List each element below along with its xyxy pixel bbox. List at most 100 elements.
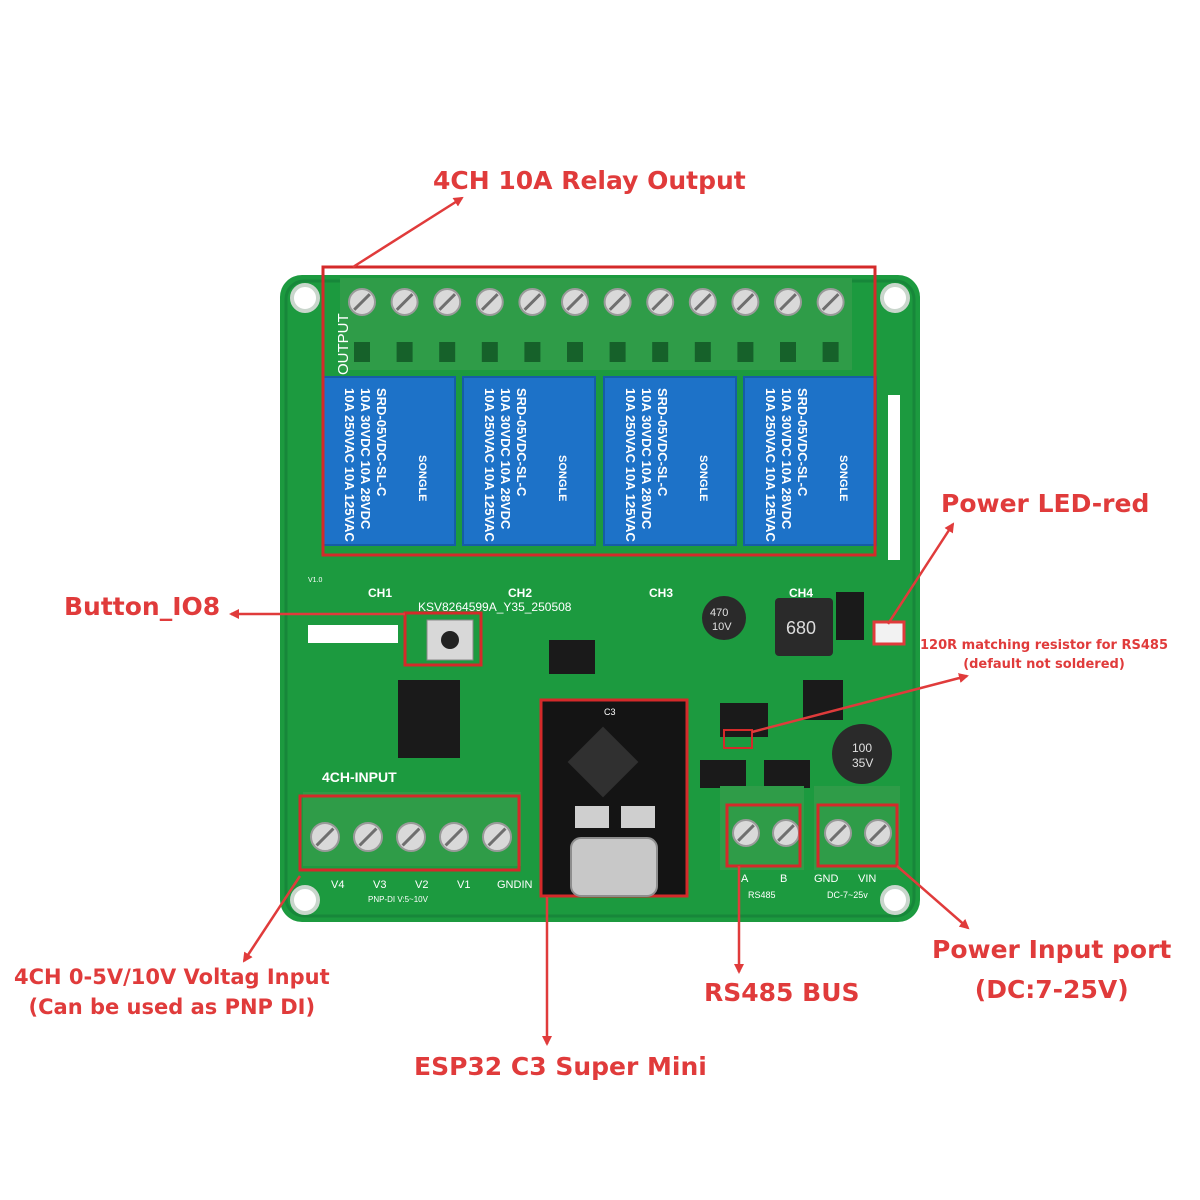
callout-resistor-line2: (default not soldered) bbox=[963, 657, 1125, 672]
screw-slot bbox=[358, 827, 378, 847]
schottky-diode bbox=[836, 592, 864, 640]
callout-relay-output: 4CH 10A Relay Output bbox=[433, 166, 746, 195]
gnd-label: GND bbox=[814, 873, 839, 885]
relay-brand: SONGLE bbox=[556, 455, 568, 501]
input-v1-label: V1 bbox=[457, 879, 470, 891]
callout-voltage-input: 4CH 0-5V/10V Voltag Input (Can be used a… bbox=[14, 962, 330, 1022]
relay-spec-line: 10A 250VAC 10A 125VAC bbox=[623, 388, 638, 543]
button-cap bbox=[441, 631, 459, 649]
arrow-voltage-input bbox=[242, 875, 302, 963]
relay-body bbox=[322, 376, 456, 546]
callout-voltage-input-line1: 4CH 0-5V/10V Voltag Input bbox=[14, 965, 330, 989]
rs485-highlight bbox=[725, 803, 802, 868]
output-terminal-body bbox=[340, 278, 852, 370]
arrow-power-led bbox=[886, 522, 955, 625]
callout-resistor: 120R matching resistor for RS485 (defaul… bbox=[920, 636, 1168, 674]
diode-d3 bbox=[764, 760, 810, 788]
screw-slot bbox=[777, 824, 795, 842]
power-input-highlight bbox=[816, 803, 899, 868]
input-gndin-label: GNDIN bbox=[497, 879, 533, 891]
rs485-terminal-block bbox=[720, 786, 804, 870]
terminal-opening bbox=[396, 342, 413, 362]
screw-slot bbox=[821, 293, 840, 311]
callout-esp32: ESP32 C3 Super Mini bbox=[414, 1052, 707, 1081]
screw-slot bbox=[566, 293, 584, 311]
mounting-hole bbox=[290, 283, 320, 313]
arrow-relay bbox=[352, 196, 464, 269]
screw-slot bbox=[736, 293, 755, 311]
screw-slot bbox=[487, 827, 507, 847]
rs485-b-label: B bbox=[780, 873, 787, 885]
screw-slot bbox=[401, 827, 421, 847]
input-spec-label: PNP-DI V:5~10V bbox=[368, 895, 429, 904]
screw-slot bbox=[779, 293, 797, 311]
rs485-silk-label: RS485 bbox=[748, 890, 776, 900]
relay-channel-label: CH2 bbox=[508, 586, 532, 600]
input-header-label: 4CH-INPUT bbox=[322, 769, 397, 785]
relay-channel-label: CH4 bbox=[789, 586, 813, 600]
capacitor-small bbox=[702, 596, 746, 640]
relay-brand: SONGLE bbox=[697, 455, 709, 501]
silk-bar-left bbox=[308, 625, 398, 643]
rs485-a-label: A bbox=[741, 873, 749, 885]
relay-brand: SONGLE bbox=[416, 455, 428, 501]
screw-slot bbox=[315, 827, 335, 847]
callout-voltage-input-line2: (Can be used as PNP DI) bbox=[28, 995, 316, 1019]
relay-spec-line: 10A 30VDC 10A 28VDC bbox=[639, 388, 654, 530]
terminal-opening bbox=[439, 342, 456, 362]
relay-body bbox=[603, 376, 737, 546]
relay-channel-label: CH3 bbox=[649, 586, 673, 600]
usb-c-port bbox=[570, 837, 658, 897]
arrow-resistor bbox=[751, 673, 969, 734]
arrow-power-input bbox=[896, 865, 970, 930]
mounting-hole bbox=[880, 283, 910, 313]
screw-slot bbox=[829, 824, 847, 842]
esp32-chip bbox=[567, 726, 639, 798]
input-highlight bbox=[298, 794, 521, 872]
callout-power-led: Power LED-red bbox=[941, 489, 1150, 518]
power-spec-label: DC-7~25v bbox=[827, 890, 868, 900]
terminal-opening bbox=[737, 342, 754, 362]
relay-channel-label: CH1 bbox=[368, 586, 392, 600]
power-terminal-block bbox=[814, 786, 900, 870]
screw-slot bbox=[444, 827, 464, 847]
version-label: V1.0 bbox=[308, 577, 323, 584]
terminal-opening bbox=[481, 342, 498, 362]
diode-d2 bbox=[700, 760, 746, 788]
relay-spec-line: 10A 250VAC 10A 125VAC bbox=[342, 388, 357, 543]
input-v3-label: V3 bbox=[373, 879, 386, 891]
terminal-opening bbox=[354, 342, 370, 362]
mounting-hole bbox=[290, 885, 320, 915]
screw-slot bbox=[737, 824, 755, 842]
relay-spec-line: 10A 30VDC 10A 28VDC bbox=[358, 388, 373, 530]
screw-slot bbox=[353, 293, 371, 311]
screw-slot bbox=[395, 293, 414, 311]
terminal-opening bbox=[567, 342, 583, 362]
relay-body bbox=[743, 376, 877, 546]
relay-spec-line: SRD-05VDC-SL-C bbox=[374, 388, 389, 497]
inductor-label: 680 bbox=[786, 618, 816, 638]
callout-button: Button_IO8 bbox=[64, 592, 221, 621]
screw-slot bbox=[480, 293, 499, 311]
esp32-reset-button bbox=[621, 806, 655, 828]
esp32-boot-button bbox=[575, 806, 609, 828]
screw-slot bbox=[651, 293, 670, 311]
input-ic bbox=[398, 680, 460, 758]
cap-large-voltage: 35V bbox=[852, 756, 873, 770]
callout-power-input-line2: (DC:7-25V) bbox=[974, 975, 1129, 1004]
callout-power-input: Power Input port (DC:7-25V) bbox=[932, 930, 1171, 1010]
relay-body bbox=[462, 376, 596, 546]
cap-small-voltage: 10V bbox=[712, 621, 732, 633]
relay-spec-line: SRD-05VDC-SL-C bbox=[514, 388, 529, 497]
relay-spec-line: 10A 250VAC 10A 125VAC bbox=[763, 388, 778, 543]
resistor-highlight bbox=[723, 729, 753, 749]
input-v4-label: V4 bbox=[331, 879, 344, 891]
smd-chip bbox=[549, 640, 595, 674]
relay-spec-line: 10A 30VDC 10A 28VDC bbox=[498, 388, 513, 530]
relay-spec-line: SRD-05VDC-SL-C bbox=[795, 388, 810, 497]
button-highlight bbox=[403, 611, 483, 667]
